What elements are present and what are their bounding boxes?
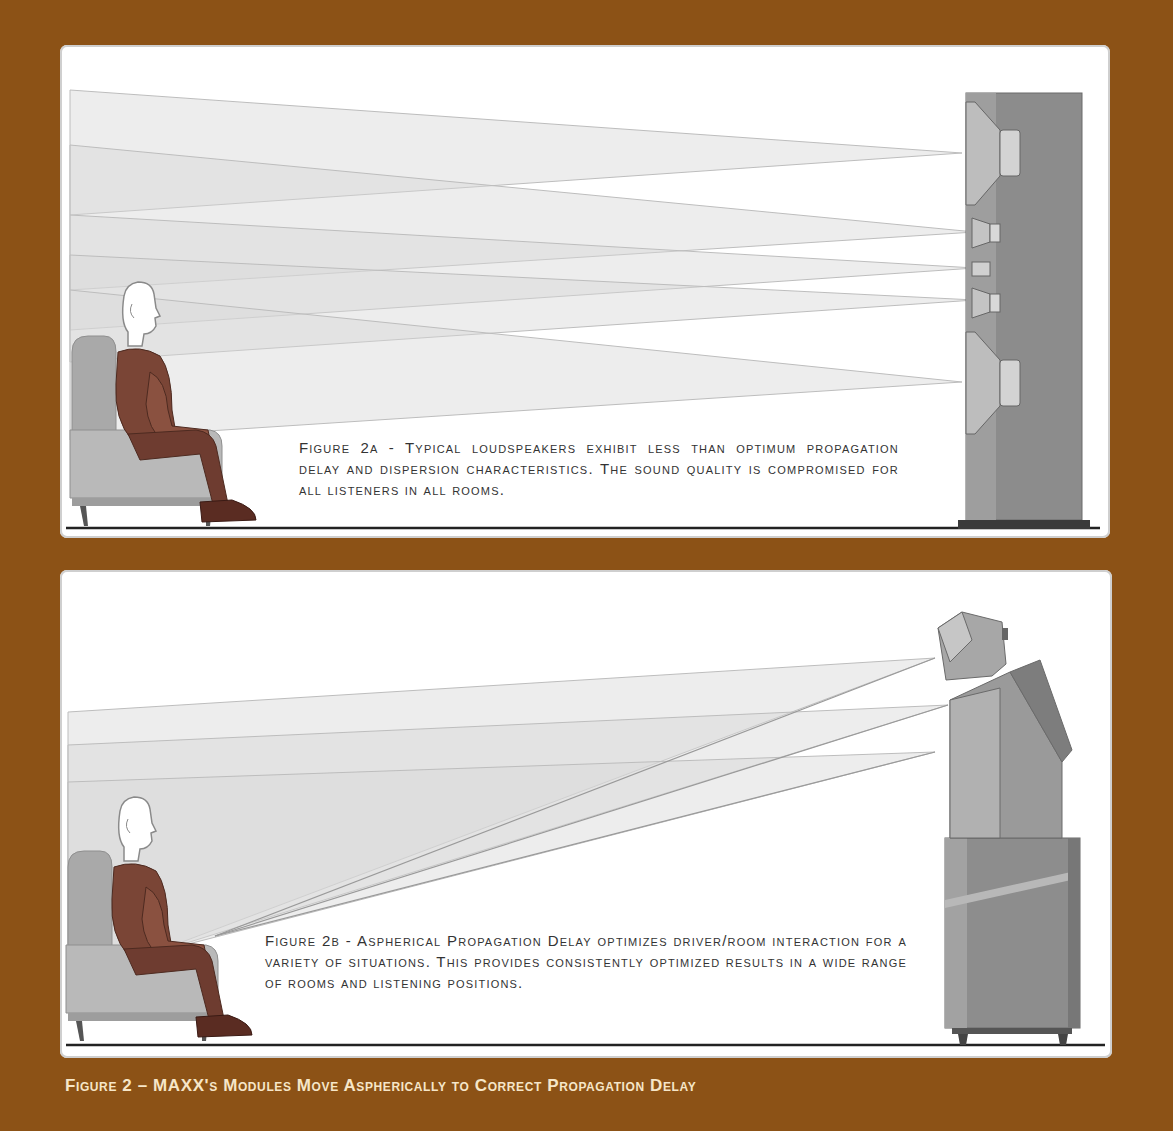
maxx-loudspeaker	[938, 612, 972, 662]
maxx-loudspeaker	[945, 838, 1080, 1028]
typical-loudspeaker	[990, 224, 1000, 242]
floor-line	[66, 1044, 1105, 1047]
typical-loudspeaker	[1000, 130, 1020, 176]
typical-loudspeaker	[966, 332, 1000, 434]
maxx-loudspeaker	[938, 612, 1006, 680]
sound-beams	[70, 290, 962, 440]
typical-loudspeaker	[990, 294, 1000, 312]
typical-loudspeaker	[966, 102, 1000, 205]
convergence-lines	[215, 658, 935, 936]
maxx-loudspeaker	[1002, 628, 1008, 640]
panel-ground	[60, 570, 1112, 1058]
figure-panel: Figure 2b - Aspherical Propagation Delay…	[60, 570, 1112, 1058]
typical-loudspeaker	[972, 288, 990, 318]
maxx-loudspeaker	[1010, 660, 1072, 762]
maxx-loudspeaker	[958, 1034, 968, 1045]
typical-loudspeaker	[972, 218, 990, 248]
maxx-loudspeaker	[938, 612, 1080, 1045]
typical-loudspeaker	[958, 520, 1090, 529]
maxx-loudspeaker	[952, 1028, 1072, 1034]
floor-line	[66, 527, 1100, 530]
convergence-lines	[215, 658, 948, 936]
maxx-loudspeaker	[945, 870, 1080, 908]
maxx-loudspeaker	[1058, 1034, 1068, 1045]
typical-loudspeaker	[958, 93, 1090, 529]
illustration	[70, 282, 256, 526]
sound-beams	[70, 90, 975, 440]
typical-loudspeaker	[1000, 360, 1020, 406]
typical-loudspeaker	[966, 93, 1082, 520]
convergence-lines	[215, 705, 948, 936]
maxx-loudspeaker	[945, 838, 967, 1028]
maxx-loudspeaker	[950, 688, 1000, 838]
figure-text: Figure 2b - Aspherical Propagation Delay…	[265, 930, 907, 993]
panel-ground	[60, 45, 1110, 538]
figure-panel: Figure 2a - Typical loudspeakers exhibit…	[60, 45, 1110, 538]
maxx-loudspeaker	[1068, 838, 1080, 1028]
figure-text: Figure 2a - Typical loudspeakers exhibit…	[299, 437, 899, 500]
typical-loudspeaker	[972, 262, 990, 276]
figure-caption: Figure 2 – MAXX's Modules Move Aspherica…	[65, 1076, 696, 1096]
illustration	[66, 797, 252, 1041]
convergence-lines	[215, 752, 935, 936]
